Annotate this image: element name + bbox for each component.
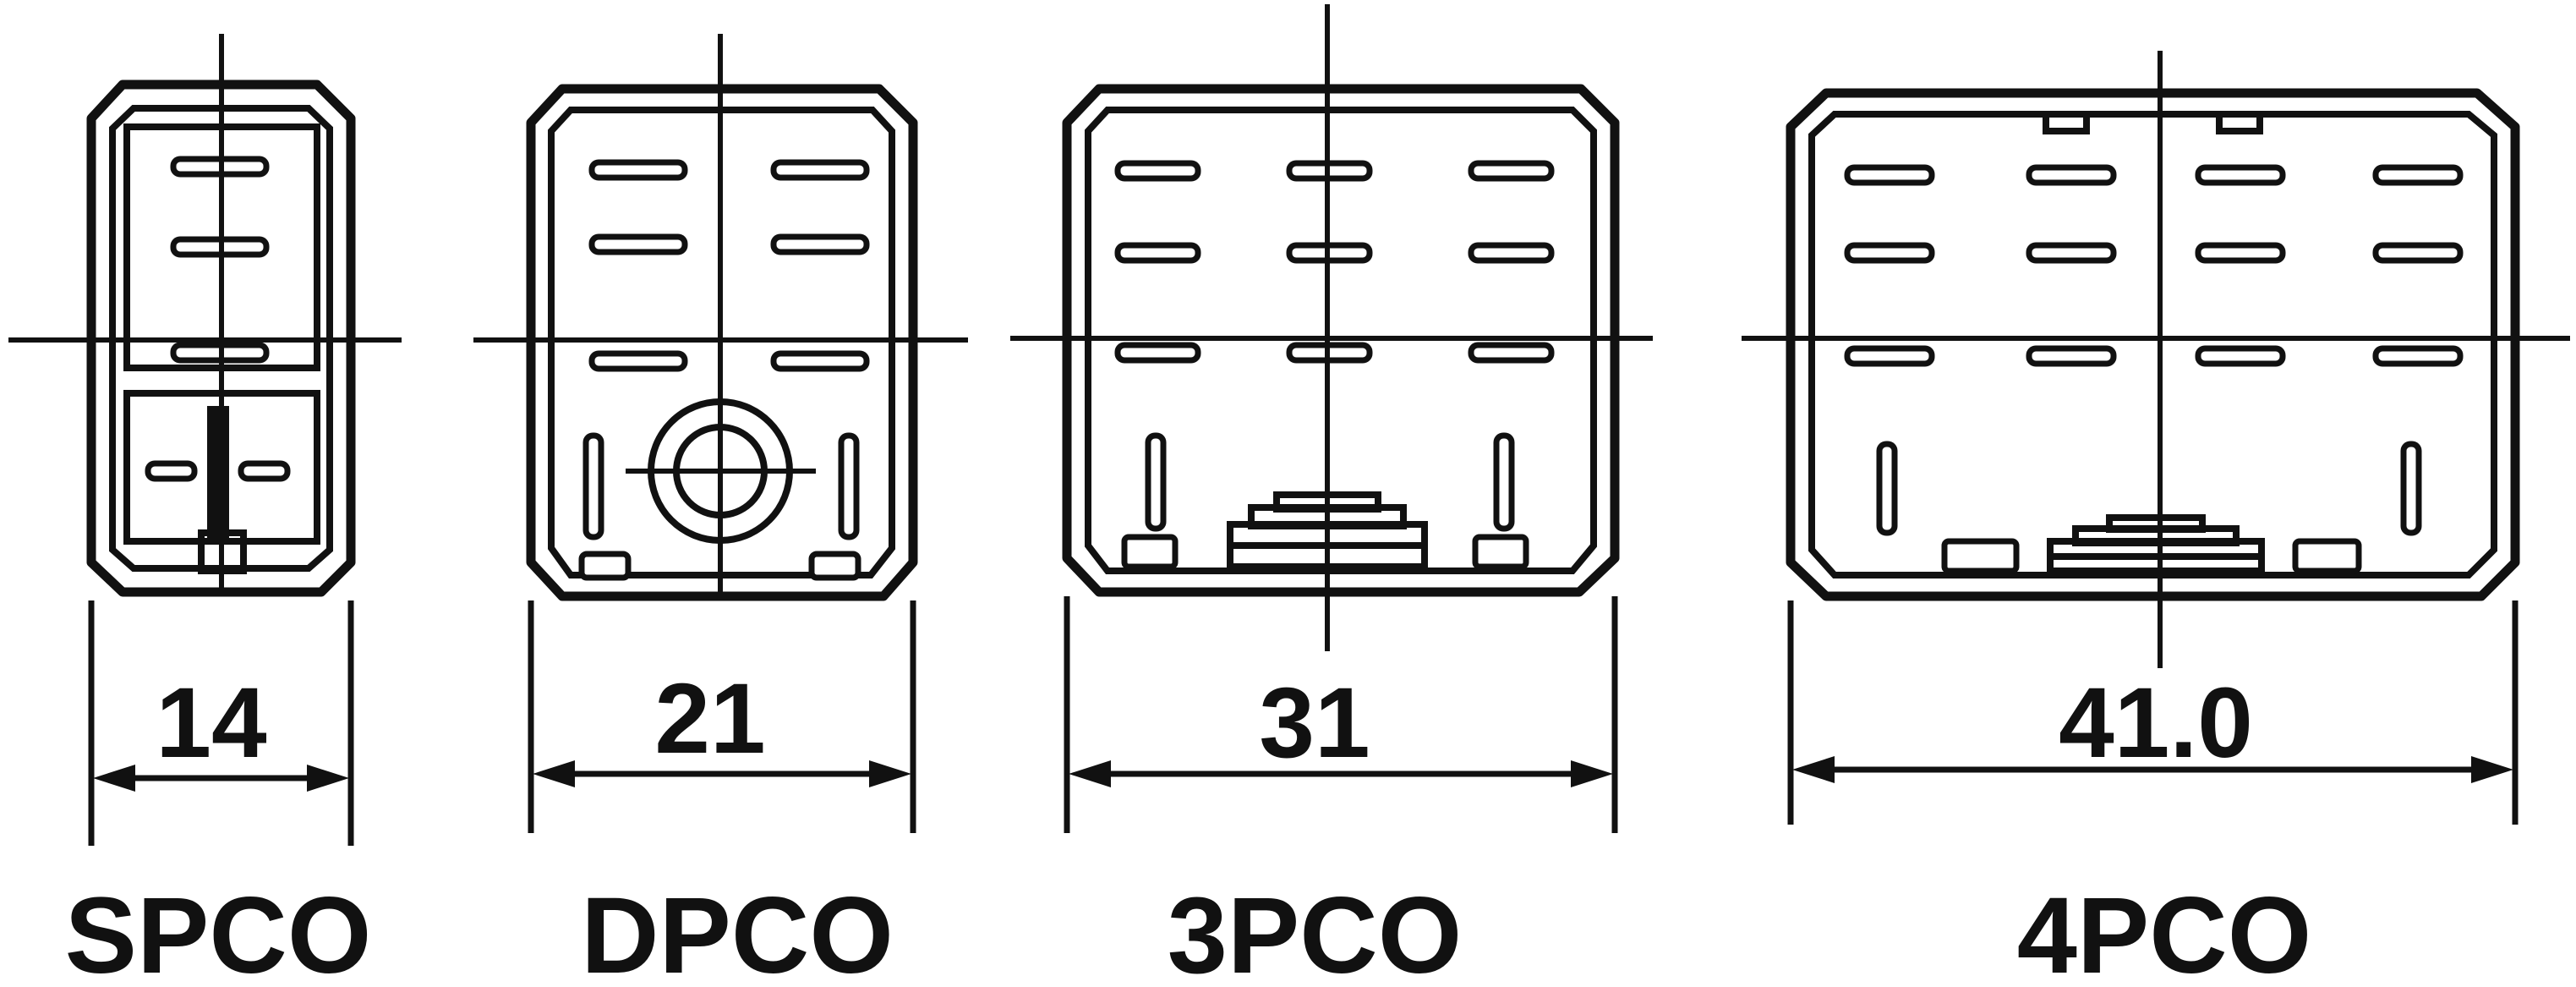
- dpco-dimension-value: 21: [654, 663, 765, 775]
- dpco-pin: [588, 233, 688, 255]
- 3pco-arrow-left: [1069, 760, 1111, 787]
- 3pco-inner-outline: [1085, 107, 1597, 574]
- 3pco-pin: [1468, 342, 1555, 364]
- relay-spco: 14 SPCO: [8, 34, 402, 987]
- 4pco-top-notch: [2043, 111, 2090, 134]
- spco-pin: [238, 460, 291, 482]
- 4pco-body-outline: [1786, 88, 2520, 601]
- dpco-pin: [588, 159, 688, 181]
- dpco-body-outline: [526, 84, 918, 601]
- 3pco-label: 3PCO: [1168, 875, 1463, 987]
- dpco-pin: [770, 350, 870, 372]
- 3pco-pin-vertical: [1493, 432, 1515, 532]
- spco-inner-outline: [109, 105, 333, 572]
- 4pco-dimension-value: 41.0: [2059, 667, 2253, 779]
- 4pco-pin: [2026, 242, 2117, 264]
- 4pco-pin: [1844, 242, 1935, 264]
- 3pco-arrow-right: [1571, 760, 1613, 787]
- 4pco-pin-vertical: [1876, 441, 1898, 536]
- dpco-pin-bottom: [578, 551, 632, 581]
- relay-dpco: 21 DPCO: [473, 34, 968, 987]
- 3pco-pin: [1114, 242, 1201, 264]
- spco-arrow-left: [93, 765, 135, 792]
- 4pco-center-key-top: [2106, 514, 2206, 533]
- 4pco-pin: [1844, 164, 1935, 186]
- spco-body-outline: [86, 80, 356, 597]
- 4pco-label: 4PCO: [2017, 875, 2312, 987]
- dpco-pin-vertical: [582, 432, 604, 540]
- spco-dimension-value: 14: [156, 667, 266, 779]
- 3pco-pin-bottom: [1121, 534, 1179, 570]
- dpco-pin-vertical: [838, 432, 860, 540]
- 4pco-pin: [2026, 345, 2117, 367]
- 3pco-body-outline: [1062, 84, 1620, 597]
- dpco-pin: [770, 233, 870, 255]
- dpco-arrow-left: [533, 760, 575, 787]
- dpco-label: DPCO: [581, 875, 894, 987]
- 4pco-pin: [2195, 242, 2286, 264]
- 3pco-pin: [1468, 160, 1555, 182]
- relay-3pco: 31 3PCO: [1010, 4, 1653, 987]
- 3pco-pin: [1468, 242, 1555, 264]
- 3pco-dimension-value: 31: [1259, 667, 1370, 779]
- spco-center-web: [207, 406, 229, 541]
- dpco-pin: [588, 350, 688, 372]
- 4pco-pin-vertical: [2400, 441, 2422, 536]
- 3pco-pin-bottom: [1472, 534, 1529, 570]
- 4pco-inner-outline: [1808, 111, 2497, 578]
- 4pco-pin: [2372, 164, 2464, 186]
- 4pco-pin: [1844, 345, 1935, 367]
- 3pco-pin: [1114, 160, 1201, 182]
- 4pco-pin: [2195, 164, 2286, 186]
- dpco-pin: [770, 159, 870, 181]
- dpco-inner-outline: [548, 107, 895, 578]
- 4pco-arrow-right: [2471, 756, 2513, 783]
- 4pco-pin-bottom: [1941, 538, 2020, 574]
- dpco-pin-bottom: [808, 551, 861, 581]
- 4pco-pin: [2372, 345, 2464, 367]
- spco-pin: [145, 460, 198, 482]
- relay-4pco: 41.0 4PCO: [1742, 51, 2570, 987]
- dpco-arrow-right: [869, 760, 911, 787]
- 4pco-top-notch: [2216, 111, 2263, 134]
- 4pco-pin-bottom: [2292, 538, 2362, 574]
- spco-label: SPCO: [65, 875, 372, 987]
- 4pco-arrow-left: [1792, 756, 1835, 783]
- 4pco-pin: [2026, 164, 2117, 186]
- 3pco-pin: [1114, 342, 1201, 364]
- spco-arrow-right: [307, 765, 349, 792]
- 3pco-pin-vertical: [1145, 432, 1167, 532]
- 4pco-pin: [2195, 345, 2286, 367]
- 4pco-pin: [2372, 242, 2464, 264]
